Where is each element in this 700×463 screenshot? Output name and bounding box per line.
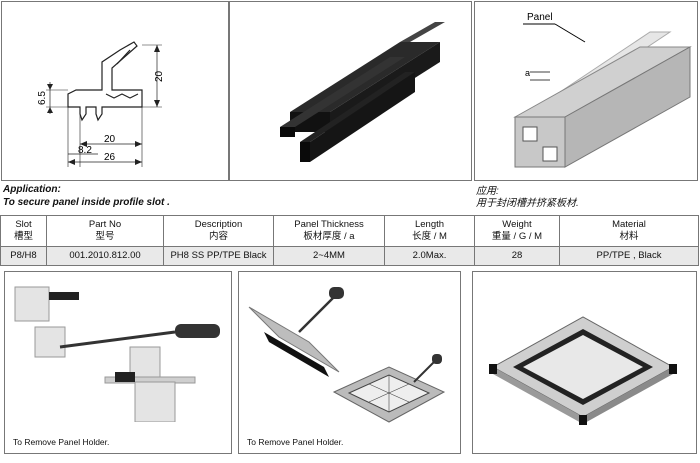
- assembled-frame-panel: [472, 271, 697, 454]
- product-render-panel: [229, 1, 472, 181]
- thickness-label: a: [525, 68, 530, 78]
- profile-dimension-drawing: 20 6.5 20 8.2 26: [37, 41, 165, 167]
- removal-illustration-left: [14, 286, 220, 423]
- assembled-frame-render: [489, 316, 677, 425]
- removal-step-panel-left: To Remove Panel Holder.: [4, 271, 232, 454]
- application-text-cn: 用于封闭槽并挤紧板材.: [476, 198, 579, 209]
- dim-8-2: 8.2: [78, 145, 92, 156]
- application-title: Application:: [3, 184, 61, 195]
- dim-26: 26: [104, 152, 116, 163]
- assembly-render-panel: Panel a: [474, 1, 698, 181]
- application-text: To secure panel inside profile slot .: [3, 197, 170, 208]
- panel-label: Panel: [527, 12, 553, 23]
- dim-20-height: 20: [154, 70, 165, 82]
- dim-20-width: 20: [104, 134, 116, 145]
- panel-assembly-render: Panel a: [513, 12, 692, 168]
- panel-holder-render: [280, 22, 445, 162]
- table-row: P8/H8 001.2010.812.00 PH8 SS PP/TPE Blac…: [0, 246, 699, 266]
- cell-weight: 28: [474, 246, 560, 266]
- caption-left: To Remove Panel Holder.: [13, 437, 110, 447]
- cell-panel-thickness: 2~4MM: [273, 246, 385, 266]
- cell-part-no: 001.2010.812.00: [46, 246, 164, 266]
- cell-slot: P8/H8: [0, 246, 47, 266]
- caption-middle: To Remove Panel Holder.: [247, 437, 344, 447]
- cell-description: PH8 SS PP/TPE Black: [163, 246, 274, 266]
- dimension-drawing-panel: 20 6.5 20 8.2 26: [1, 1, 229, 181]
- cell-length: 2.0Max.: [384, 246, 475, 266]
- dim-6-5: 6.5: [37, 91, 48, 105]
- removal-step-panel-middle: To Remove Panel Holder.: [238, 271, 461, 454]
- application-title-cn: 应用:: [476, 186, 499, 197]
- removal-illustration-middle: [248, 287, 446, 423]
- cell-material: PP/TPE , Black: [559, 246, 699, 266]
